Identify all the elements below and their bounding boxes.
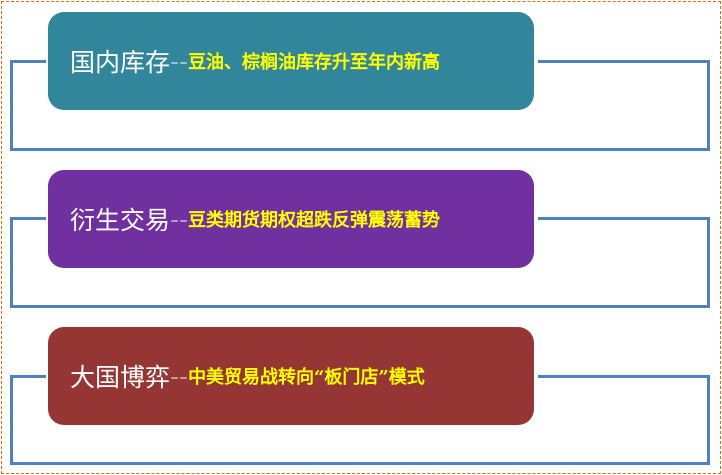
topic-box-inventory: 国内库存--豆油、棕榈油库存升至年内新高 [48, 12, 534, 110]
topic-box-derivatives: 衍生交易--豆类期货期权超跌反弹震荡蓄势 [48, 170, 534, 268]
connector-line [538, 217, 710, 220]
topic-title: 国内库存 [70, 48, 171, 77]
separator: -- [170, 204, 189, 234]
topic-subtitle: 中美贸易战转向“板门店”模式 [188, 367, 425, 388]
connector-line [538, 375, 710, 378]
topic-title: 衍生交易 [70, 206, 171, 235]
separator: -- [170, 361, 189, 391]
bracket [10, 60, 710, 151]
connector-line [10, 60, 46, 63]
bracket [10, 217, 710, 308]
topic-subtitle: 豆类期货期权超跌反弹震荡蓄势 [188, 210, 441, 231]
topic-subtitle: 豆油、棕榈油库存升至年内新高 [188, 52, 441, 73]
connector-line [10, 375, 46, 378]
connector-line [10, 217, 46, 220]
separator: -- [170, 46, 189, 76]
connector-line [538, 60, 710, 63]
bracket [10, 375, 710, 465]
topic-box-trade-war: 大国博弈--中美贸易战转向“板门店”模式 [48, 327, 534, 425]
topic-title: 大国博弈 [70, 363, 171, 392]
